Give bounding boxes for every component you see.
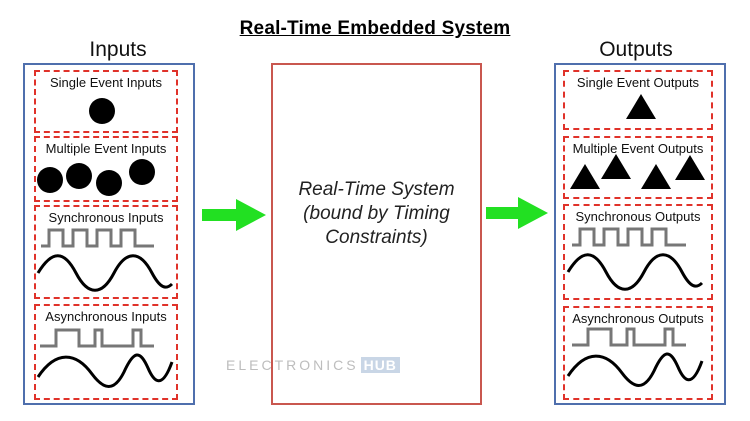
single-event-outputs-box: Single Event Outputs <box>563 70 713 130</box>
multiple-event-triangle-icon <box>601 154 631 179</box>
async-irregular-wave-output-icon <box>566 352 704 387</box>
sync-square-wave-output-icon <box>572 227 686 247</box>
outputs-panel <box>554 63 726 405</box>
input-arrow-icon <box>202 199 266 231</box>
multiple-event-triangle-icon <box>570 164 600 189</box>
multiple-event-outputs-box: Multiple Event Outputs <box>563 136 713 199</box>
synchronous-outputs-box: Synchronous Outputs <box>563 204 713 300</box>
single-event-dot-icon <box>89 98 115 124</box>
multiple-event-inputs-box: Multiple Event Inputs <box>34 136 178 202</box>
asynchronous-inputs-label: Asynchronous Inputs <box>45 309 167 324</box>
sync-sine-wave-icon <box>36 254 174 292</box>
single-event-inputs-box: Single Event Inputs <box>34 70 178 133</box>
inputs-heading: Inputs <box>89 38 147 61</box>
synchronous-inputs-label: Synchronous Inputs <box>48 210 164 225</box>
diagram-title: Real-Time Embedded System <box>239 18 511 39</box>
single-event-inputs-label: Single Event Inputs <box>49 75 163 90</box>
asynchronous-inputs-box: Asynchronous Inputs <box>34 304 178 400</box>
multiple-event-triangle-icon <box>675 155 705 180</box>
watermark-suffix: HUB <box>360 357 400 373</box>
multiple-event-outputs-label: Multiple Event Outputs <box>572 141 704 156</box>
async-square-wave-icon <box>40 328 154 348</box>
asynchronous-outputs-label: Asynchronous Outputs <box>572 311 704 326</box>
sync-sine-wave-output-icon <box>566 253 704 291</box>
async-square-wave-output-icon <box>572 327 686 347</box>
synchronous-inputs-box: Synchronous Inputs <box>34 205 178 299</box>
output-arrow-icon <box>486 197 548 229</box>
watermark-brand: ELECTRONICS <box>226 357 359 373</box>
sync-square-wave-icon <box>41 228 154 248</box>
asynchronous-outputs-box: Asynchronous Outputs <box>563 306 713 400</box>
multiple-event-triangle-icon <box>641 164 671 189</box>
multiple-event-dot-icon <box>37 167 63 193</box>
multiple-event-dot-icon <box>66 163 92 189</box>
synchronous-outputs-label: Synchronous Outputs <box>575 209 701 224</box>
inputs-panel <box>23 63 195 405</box>
real-time-system-box: Real-Time System (bound by Timing Constr… <box>271 63 482 405</box>
multiple-event-dot-icon <box>129 159 155 185</box>
single-event-triangle-icon <box>626 94 656 119</box>
multiple-event-dot-icon <box>96 170 122 196</box>
single-event-outputs-label: Single Event Outputs <box>576 75 700 90</box>
multiple-event-inputs-label: Multiple Event Inputs <box>45 141 167 156</box>
async-irregular-wave-icon <box>36 353 174 388</box>
real-time-system-text: Real-Time System (bound by Timing Constr… <box>298 179 455 248</box>
outputs-heading: Outputs <box>599 38 673 61</box>
